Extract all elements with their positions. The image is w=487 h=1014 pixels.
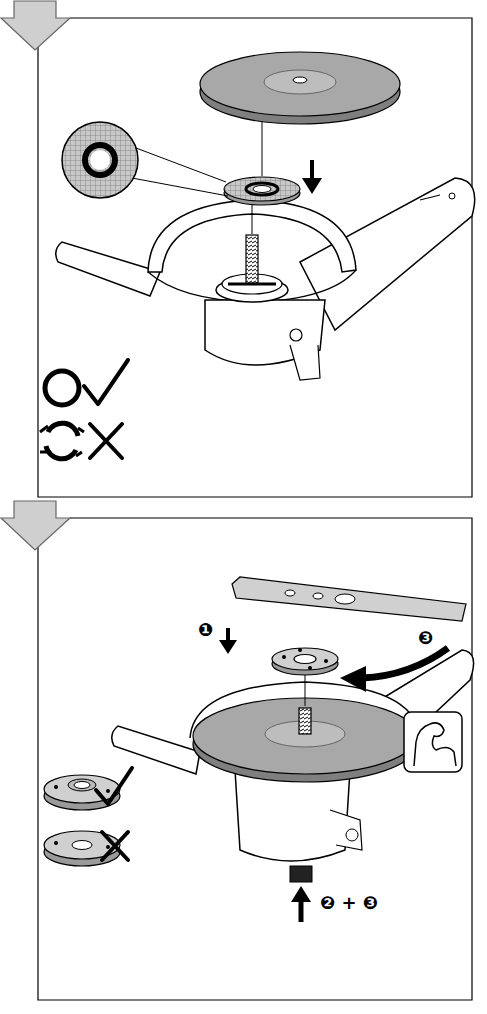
pin-spanner bbox=[232, 577, 466, 621]
check-mark bbox=[84, 360, 128, 404]
grinder-body bbox=[300, 178, 475, 330]
panel-frame bbox=[38, 518, 472, 1000]
callout-number: ❸ bbox=[416, 628, 435, 648]
clamp-nut bbox=[272, 648, 338, 670]
side-handle bbox=[112, 726, 200, 774]
callout-number: ❶ bbox=[196, 620, 215, 640]
rotation-arrow bbox=[362, 648, 448, 678]
spindle bbox=[246, 235, 258, 283]
detail-zoom bbox=[62, 122, 138, 198]
step-arrow bbox=[1, 501, 70, 550]
ring-correct-symbol bbox=[45, 371, 79, 405]
callout-number: ❷ + ❸ bbox=[318, 893, 380, 913]
flange bbox=[224, 177, 300, 201]
up-arrow bbox=[291, 886, 311, 902]
down-arrow bbox=[219, 640, 237, 654]
cross-mark bbox=[90, 424, 122, 458]
nut-correct bbox=[44, 775, 120, 803]
step-arrow bbox=[1, 1, 70, 50]
cross-mark bbox=[102, 832, 128, 860]
spindle bbox=[299, 708, 311, 734]
spindle-lock-button bbox=[290, 866, 312, 882]
check-mark bbox=[96, 768, 132, 804]
down-arrow bbox=[302, 178, 322, 194]
force-icon bbox=[404, 712, 462, 772]
ring-twisted-symbol bbox=[48, 423, 78, 436]
side-handle bbox=[56, 242, 160, 296]
